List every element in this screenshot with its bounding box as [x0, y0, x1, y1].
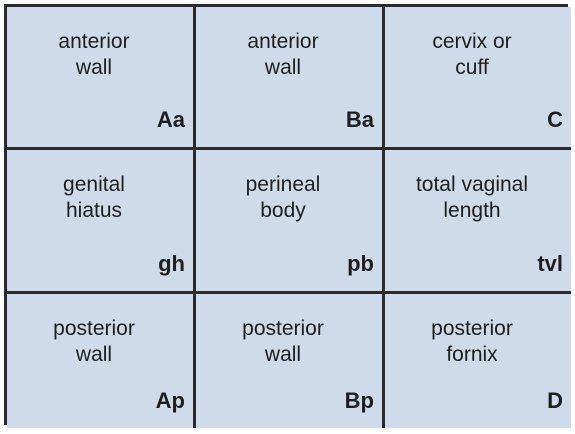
cell-pb: perineal body pb: [196, 150, 385, 294]
cell-ba: anterior wall Ba: [196, 7, 385, 150]
cell-label: genital hiatus: [63, 173, 125, 222]
cell-label: anterior wall: [58, 30, 130, 79]
cell-label: posterior fornix: [431, 317, 513, 366]
cell-code: Aa: [156, 107, 185, 132]
cell-d: posterior fornix D: [385, 294, 571, 428]
cell-label: anterior wall: [247, 30, 319, 79]
cell-code: Ba: [345, 107, 374, 132]
cell-gh: genital hiatus gh: [7, 150, 196, 294]
cell-code: D: [547, 388, 563, 413]
cell-code: tvl: [537, 251, 563, 276]
cell-label: perineal body: [245, 173, 321, 222]
cell-label: cervix or cuff: [432, 30, 512, 79]
cell-label: posterior wall: [53, 317, 135, 366]
cell-code: Ap: [155, 388, 185, 413]
cell-code: Bp: [344, 388, 374, 413]
popq-grid: anterior wall Aa anterior wall Ba cervix…: [4, 4, 571, 428]
cell-tvl: total vaginal length tvl: [385, 150, 571, 294]
cell-c: cervix or cuff C: [385, 7, 571, 150]
cell-label: posterior wall: [242, 317, 324, 366]
cell-bp: posterior wall Bp: [196, 294, 385, 428]
cell-code: gh: [158, 251, 185, 276]
cell-code: C: [547, 107, 563, 132]
cell-label: total vaginal length: [415, 173, 529, 222]
cell-code: pb: [347, 251, 374, 276]
cell-aa: anterior wall Aa: [7, 7, 196, 150]
cell-ap: posterior wall Ap: [7, 294, 196, 428]
